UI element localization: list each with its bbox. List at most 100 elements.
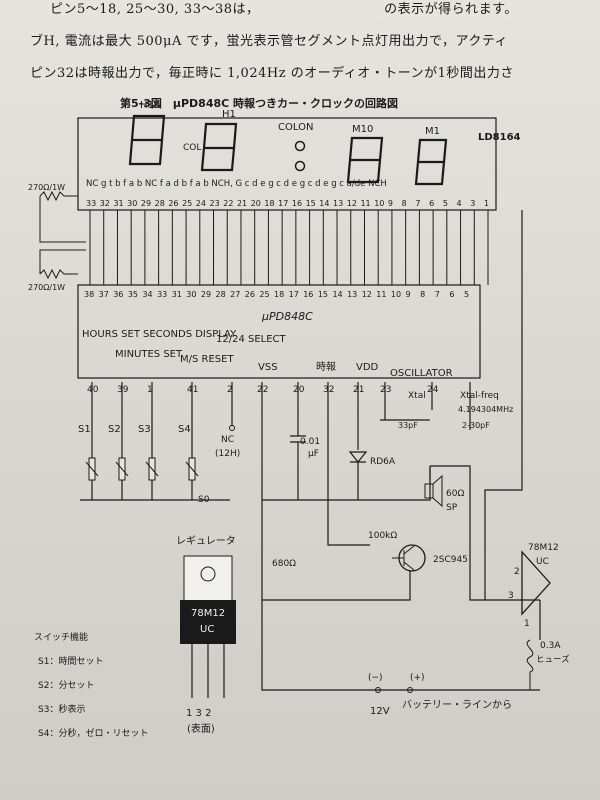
display-pin-number: 23	[210, 199, 220, 208]
ic-top-pin-number: 29	[201, 290, 211, 299]
ic-bottom-pin-number: 24	[427, 385, 439, 395]
label-hours-set: HOURS SET	[82, 329, 141, 340]
display-pin-number: 20	[251, 199, 261, 208]
package-title: レギュレータ	[176, 535, 236, 547]
digit-label-m10: M10	[352, 124, 373, 135]
display-model: LD8164	[478, 132, 521, 143]
label-vss: VSS	[258, 362, 278, 373]
r100k-value: 100kΩ	[368, 531, 397, 541]
paragraph-line-1-head: ピン5～18, 25～30, 33～38は，	[50, 2, 260, 17]
display-pin-number: 33	[86, 199, 96, 208]
display-pin-number: 4	[457, 199, 462, 208]
display-pin-number: 25	[182, 199, 192, 208]
trim-value: 2-30pF	[462, 421, 490, 430]
segment-letters: NC g t b f a b NC f a d b f a b NCH, G c…	[86, 179, 387, 189]
ic-bottom-pin-number: 2	[227, 385, 233, 395]
ic-top-pin-number: 9	[406, 290, 411, 299]
speaker-sp: SP	[446, 503, 458, 513]
package-line-2: UC	[200, 624, 214, 635]
paragraph-line-1-tail: の表示が得られます。	[384, 2, 518, 17]
legend-s4: S4：分秒，ゼロ・リセット	[38, 727, 148, 739]
display-pin-number: 18	[264, 199, 274, 208]
ic-top-pin-number: 30	[186, 290, 196, 299]
digit-h1-glyph	[200, 122, 238, 172]
ic-top-pin-number: 12	[362, 290, 372, 299]
package-line-1: 78M12	[191, 608, 225, 619]
legend-s2: S2：分セット	[38, 680, 94, 691]
ic-top-pin-number: 31	[172, 290, 182, 299]
label-vdd: VDD	[356, 362, 379, 373]
freq-value: 4.194304MHz	[458, 405, 513, 414]
resistor-r2-value: 270Ω/1W	[28, 283, 65, 292]
ic-outline	[77, 284, 481, 379]
label-select: 12/24 SELECT	[216, 334, 287, 345]
ic-top-pin-number: 7	[435, 290, 440, 299]
switch-label: S4	[178, 424, 191, 435]
fuse: 0.3A ヒューズ	[526, 639, 570, 690]
power-wiring	[261, 210, 541, 691]
digit-m10-glyph	[346, 136, 384, 184]
display-pin-number: 8	[402, 199, 407, 208]
ic-bottom-pin-number: 21	[353, 385, 364, 395]
display-pin-number: 15	[306, 199, 316, 208]
resistor-r1: 270Ω/1W	[28, 183, 86, 243]
display-pin-number: 22	[223, 199, 233, 208]
r680-value: 680Ω	[272, 559, 296, 569]
terminal-plus: (+)	[410, 673, 425, 683]
ic-bottom-pin-number: 40	[87, 385, 99, 395]
colon-dots	[294, 140, 306, 172]
ic-top-pin-number: 6	[449, 290, 454, 299]
ic-name: μPD848C	[261, 310, 313, 323]
nc12-label: (12H)	[215, 449, 240, 459]
resistor-r2: 270Ω/1W	[28, 249, 86, 292]
figure-caption: 第5-3図 μPD848C 時報つきカー・クロックの回路図	[120, 97, 399, 110]
ic-top-pin-number: 37	[99, 290, 109, 299]
package-pins: 1 3 2	[186, 708, 211, 719]
terminal-minus: (−)	[368, 673, 383, 683]
reg-pin-3: 3	[508, 591, 514, 601]
digit-label-m1: M1	[425, 126, 440, 137]
display-pin-number: 3	[470, 199, 475, 208]
reg-pin-1: 1	[524, 619, 530, 629]
package-surface: (表面)	[187, 722, 215, 735]
ic-bottom-pin-number: 1	[147, 385, 153, 395]
display-outline	[77, 117, 497, 211]
reg-uc: UC	[536, 557, 549, 567]
digit-label-h10: H10	[140, 100, 160, 111]
bus-wires	[89, 210, 489, 285]
display-pin-number: 30	[127, 199, 137, 208]
ic-top-pin-number: 15	[318, 290, 328, 299]
switch-lever	[85, 461, 99, 477]
power-terminals: (−) (+) 12V バッテリー・ラインから	[368, 673, 512, 717]
label-ms-reset: M/S RESET	[180, 354, 234, 365]
ic-top-pin-number: 36	[113, 290, 123, 299]
paragraph-line-3: ピン32は時報出力で，毎正時に 1,024Hz のオーディオ・トーンが1秒間出力…	[30, 66, 514, 81]
display-pin-number: 7	[415, 199, 420, 208]
ic-top-pin-number: 16	[303, 290, 313, 299]
legend-title: スイッチ機能	[34, 631, 88, 643]
display-pin-number: 16	[292, 199, 302, 208]
switch-label: S3	[138, 424, 151, 435]
display-pin-number: 28	[155, 199, 165, 208]
ic-top-pin-number: 14	[332, 290, 342, 299]
digit-label-h1: H1	[222, 109, 236, 120]
regulator-symbol: 78M12 UC 2 3 1	[508, 543, 559, 629]
col-label: COL	[183, 143, 201, 153]
speaker-ohm: 60Ω	[446, 489, 464, 499]
ic-bottom-pin-number: 22	[257, 385, 268, 395]
display-pin-number: 14	[319, 199, 329, 208]
switch-legend: スイッチ機能 S1：時間セット S2：分セット S3：秒表示 S4：分秒，ゼロ・…	[34, 631, 148, 739]
digit-m1-glyph	[414, 138, 448, 186]
ic-top-pin-number: 28	[216, 290, 226, 299]
fuse-label: ヒューズ	[536, 654, 570, 665]
digit-label-colon: COLON	[278, 122, 313, 133]
paragraph-line-1: ピン5～18, 25～30, 33～38は， の表示が得られます。	[50, 0, 518, 17]
display-pin-number: 21	[237, 199, 247, 208]
ic-top-pin-number: 27	[230, 290, 240, 299]
digit-h10-glyph	[128, 114, 166, 166]
ic-bottom-pin-number: 32	[323, 385, 334, 395]
